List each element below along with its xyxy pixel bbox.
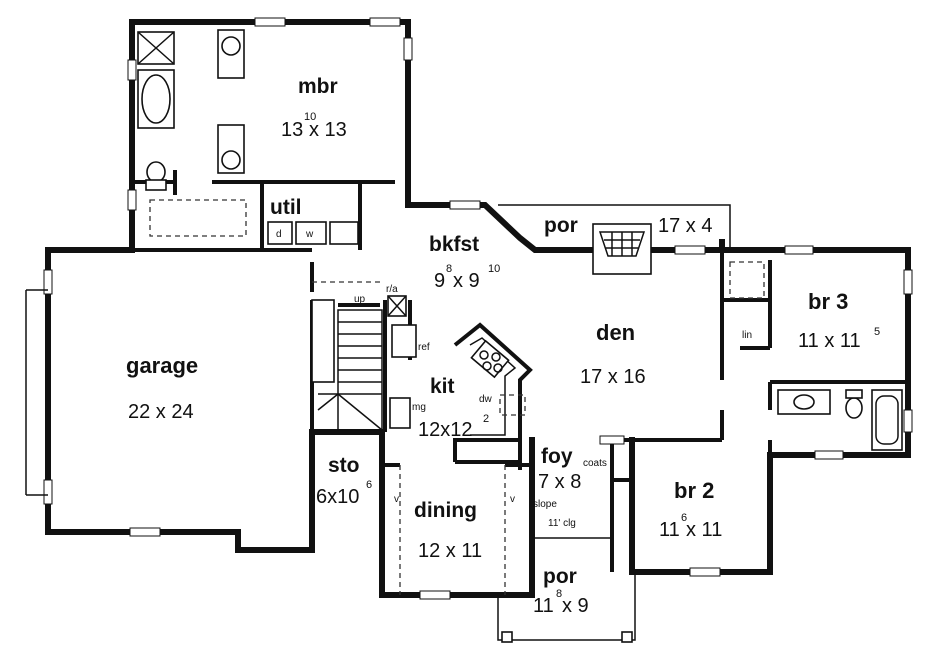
dining-dim: 12 x 11: [418, 540, 482, 562]
back-porch-dim: 17 x 4: [658, 215, 712, 237]
v-right-label: v: [510, 494, 515, 505]
front-porch-dim-sup: 8: [556, 588, 562, 600]
exterior-walls: [45, 19, 911, 598]
annotations: up r/a ref mg dw lin coats slope 11' clg…: [354, 284, 752, 529]
mbr-dim-a: 13: [281, 119, 303, 141]
kitchen-fixtures: [389, 322, 533, 462]
kit-dim-sup: 2: [483, 413, 489, 425]
back-porch-name: por: [544, 214, 578, 237]
coats-label: coats: [583, 458, 607, 469]
windows: [43, 17, 913, 600]
dining-name: dining: [414, 499, 477, 522]
bkfst-dim-mid: x 9: [453, 270, 480, 292]
clg-label: 11' clg: [548, 518, 576, 529]
washer-label: w: [305, 229, 314, 240]
mg-label: mg: [412, 402, 426, 413]
stairs: [311, 295, 407, 431]
br2-dim-sup: 6: [681, 512, 687, 524]
dryer-label: d: [276, 229, 282, 240]
br2-name: br 2: [674, 478, 714, 503]
front-porch-name: por: [543, 565, 577, 588]
util-name: util: [270, 196, 302, 219]
ra-label: r/a: [386, 284, 398, 295]
util-appliances: d w: [267, 221, 359, 245]
ref-label: ref: [418, 342, 430, 353]
room-labels: mbr 13 10 x 13 util bkfst 9 8 x 9 10 por…: [126, 75, 880, 617]
up-label: up: [354, 294, 366, 305]
mbr-dim-b: x 13: [309, 119, 347, 141]
br3-dim-sup: 5: [874, 326, 880, 338]
v-left-label: v: [394, 494, 399, 505]
garage-name: garage: [126, 353, 198, 378]
kit-dim-a: 12x12: [418, 419, 473, 441]
sto-dim-sup: 6: [366, 479, 372, 491]
garage-dim: 22 x 24: [128, 401, 194, 423]
front-porch: [497, 537, 636, 643]
interior-walls: [132, 170, 908, 572]
br3-dim-a: 11 x 11: [798, 330, 861, 352]
back-porch-outline: [498, 204, 731, 250]
foy-name: foy: [541, 445, 573, 468]
dw-label: dw: [479, 394, 493, 405]
front-porch-dim-b: x 9: [562, 595, 589, 617]
slope-label: slope: [533, 499, 557, 510]
sto-dim-a: 6x10: [316, 486, 359, 508]
bkfst-dim-sup2: 10: [488, 263, 500, 275]
den-name: den: [596, 320, 635, 345]
bkfst-dim-a: 9: [434, 270, 445, 292]
fireplace: [592, 223, 652, 275]
kit-name: kit: [430, 375, 455, 398]
br2-dim-a: 11: [659, 519, 680, 541]
br2-dim-b: x 11: [686, 519, 722, 541]
foy-dim: 7 x 8: [538, 471, 581, 493]
bkfst-name: bkfst: [429, 233, 479, 256]
br3-name: br 3: [808, 289, 848, 314]
front-porch-dim-a: 11: [533, 595, 554, 617]
den-dim: 17 x 16: [580, 366, 646, 388]
br3-bath-fixtures: [729, 261, 903, 451]
mbr-dim-sup: 10: [304, 111, 316, 123]
bkfst-dim-sup1: 8: [446, 263, 452, 275]
mbr-name: mbr: [298, 75, 338, 98]
mbr-bath-fixtures: [137, 29, 247, 237]
lin-label: lin: [742, 330, 752, 341]
sto-name: sto: [328, 454, 360, 477]
